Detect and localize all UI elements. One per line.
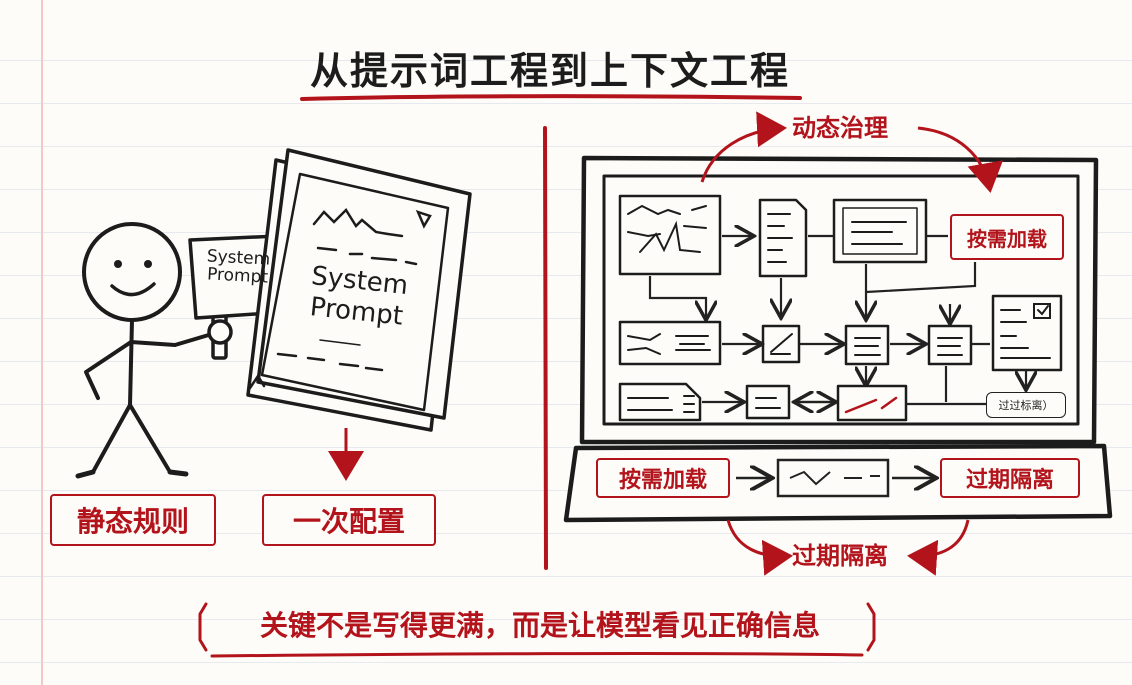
screen-load-on-demand-box: 按需加载	[950, 214, 1064, 260]
document-text: System Prompt	[308, 261, 410, 332]
vertical-divider	[543, 126, 548, 570]
bottom-arc-arrow-left	[726, 519, 793, 576]
footer-bracket-right	[866, 602, 876, 652]
footer-bracket-left	[198, 602, 208, 652]
screen-row3	[618, 382, 908, 422]
bottom-arc-label: 过期隔离	[792, 542, 888, 570]
base-load-on-demand: 按需加载	[596, 458, 730, 498]
top-arc-label: 动态治理	[792, 114, 888, 142]
screen-row3-arrows	[702, 402, 986, 404]
label-one-time-config: 一次配置	[262, 494, 436, 546]
stick-figure	[75, 222, 214, 479]
screen-down-arrows	[648, 262, 977, 322]
footer-key-message: 关键不是写得更满，而是让模型看见正确信息	[259, 609, 820, 642]
screen-row2-scribbles	[627, 303, 1051, 359]
sign-text: System Prompt	[206, 246, 271, 288]
top-arc-arrow-right	[917, 126, 1004, 193]
screen-row2-arrows	[722, 344, 1026, 402]
bottom-arc-arrow-right	[907, 519, 970, 576]
label-static-rules: 静态规则	[50, 494, 216, 546]
page-title: 从提示词工程到上下文工程	[309, 49, 790, 93]
notebook-margin-line	[41, 0, 43, 685]
screen-row3-scribbles	[627, 395, 781, 413]
top-arc-arrow-left	[700, 111, 787, 183]
base-row	[736, 458, 934, 498]
title-underline	[300, 94, 802, 101]
document-stack	[246, 148, 472, 432]
screen-small-label: 过过标离）	[986, 392, 1066, 418]
screen-row1-scribbles	[627, 204, 907, 263]
footer-underline	[210, 651, 864, 658]
screen-row3-red-slash	[844, 396, 898, 414]
base-expire-isolate: 过期隔离	[940, 458, 1080, 498]
doc-scribbles	[248, 208, 432, 390]
